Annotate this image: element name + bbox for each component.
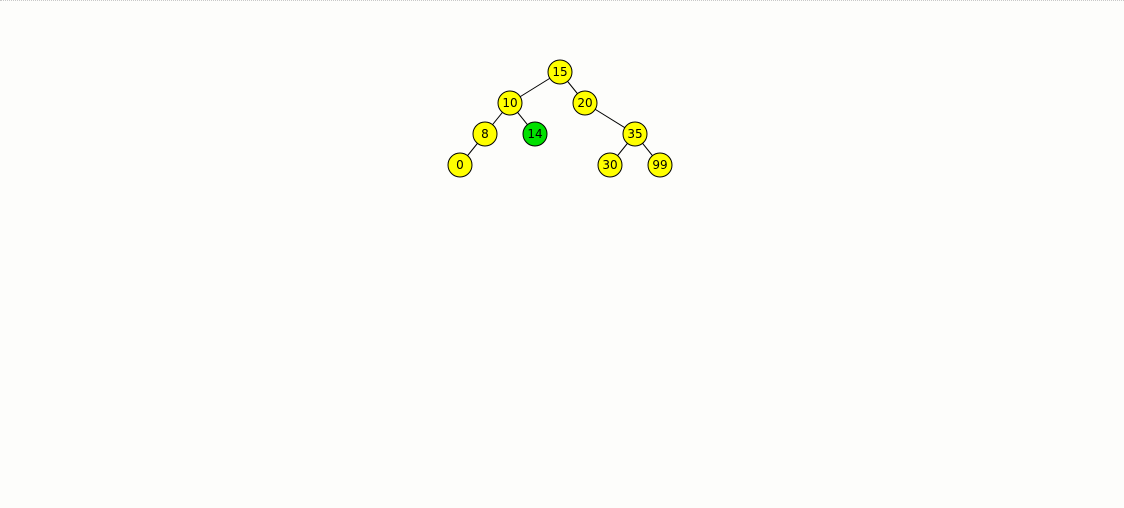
tree-node-circle [622, 121, 648, 147]
tree-node-circle [547, 59, 573, 85]
tree-node-circle [647, 152, 673, 178]
tree-node-14: 14 [522, 121, 548, 147]
tree-node-label: 14 [527, 127, 542, 141]
tree-node-99: 99 [647, 152, 673, 178]
tree-node-circle [447, 152, 473, 178]
tree-node-label: 35 [627, 127, 642, 141]
tree-node-35: 35 [622, 121, 648, 147]
tree-node-label: 99 [652, 158, 667, 172]
nodes-layer: 15 10 20 8 14 35 0 30 99 [447, 59, 673, 178]
tree-node-15: 15 [547, 59, 573, 85]
tree-node-circle [472, 121, 498, 147]
tree-node-circle [597, 152, 623, 178]
edges-layer [459, 71, 661, 166]
tree-node-8: 8 [472, 121, 498, 147]
tree-node-circle [497, 90, 523, 116]
tree-node-0: 0 [447, 152, 473, 178]
tree-node-circle [522, 121, 548, 147]
tree-node-label: 8 [481, 127, 489, 141]
tree-node-10: 10 [497, 90, 523, 116]
tree-node-label: 0 [456, 158, 464, 172]
tree-node-label: 20 [577, 96, 592, 110]
tree-node-30: 30 [597, 152, 623, 178]
tree-node-label: 10 [502, 96, 517, 110]
tree-node-20: 20 [572, 90, 598, 116]
tree-node-label: 15 [552, 65, 567, 79]
tree-node-label: 30 [602, 158, 617, 172]
tree-node-circle [572, 90, 598, 116]
